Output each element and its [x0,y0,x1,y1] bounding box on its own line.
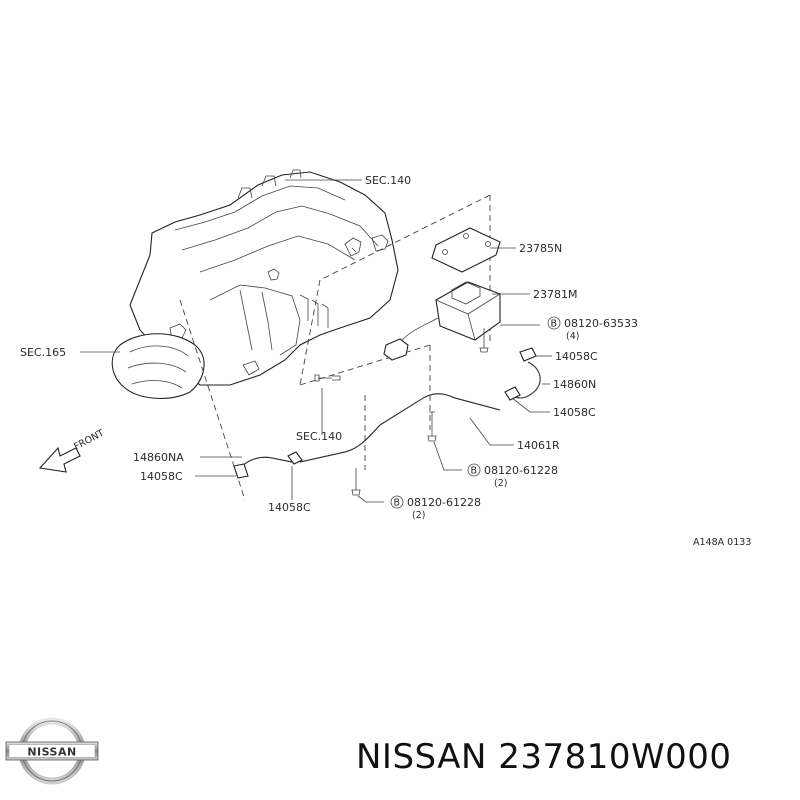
idle-air-valve-23781m-drawing [383,281,501,361]
label-23785n: 23785N [519,242,562,255]
part-title: NISSAN 237810W000 [356,737,732,777]
label-14860n: 14860N [553,378,596,391]
label-sec140-mid: SEC.140 [296,430,342,443]
svg-text:NISSAN: NISSAN [27,746,76,759]
label-14860na: 14860NA [133,451,184,464]
gasket-23785n-drawing [431,227,501,273]
label-bolt-08120-61228-a-qty: (2) [494,478,507,489]
label-23781m: 23781M [533,288,577,301]
label-14058c-lower: 14058C [268,501,311,514]
label-sec165: SEC.165 [20,346,66,359]
label-sec140-top: SEC.140 [365,174,411,187]
label-bolt-08120-63533: 08120-63533 [564,317,638,330]
label-bolt-08120-61228-b-qty: (2) [412,510,425,521]
part-labels: SEC.140 23785N 23781M 08120-63533 (4) SE… [20,174,751,548]
label-14058c-upper: 14058C [555,350,598,363]
label-14058c-left: 14058C [140,470,183,483]
front-direction-arrow: FRONT [38,428,106,473]
leader-lines [80,179,552,503]
bolt-symbols: B B B [390,316,561,509]
brand-footer: NISSAN NISSAN 237810W000 [0,715,800,800]
label-bolt-08120-63533-qty: (4) [566,331,579,342]
bolt-symbol-3: B [394,498,401,509]
nissan-logo: NISSAN [5,717,99,785]
label-14061r: 14061R [517,439,560,452]
engine-block-drawing [111,169,399,399]
label-14058c-right: 14058C [553,406,596,419]
front-label: FRONT [72,428,106,453]
label-bolt-08120-61228-a: 08120-61228 [484,464,558,477]
drawing-code: A148A 0133 [693,537,751,548]
bolt-symbol-1: B [551,319,558,330]
label-bolt-08120-61228-b: 08120-61228 [407,496,481,509]
bolt-symbol-2: B [471,466,478,477]
